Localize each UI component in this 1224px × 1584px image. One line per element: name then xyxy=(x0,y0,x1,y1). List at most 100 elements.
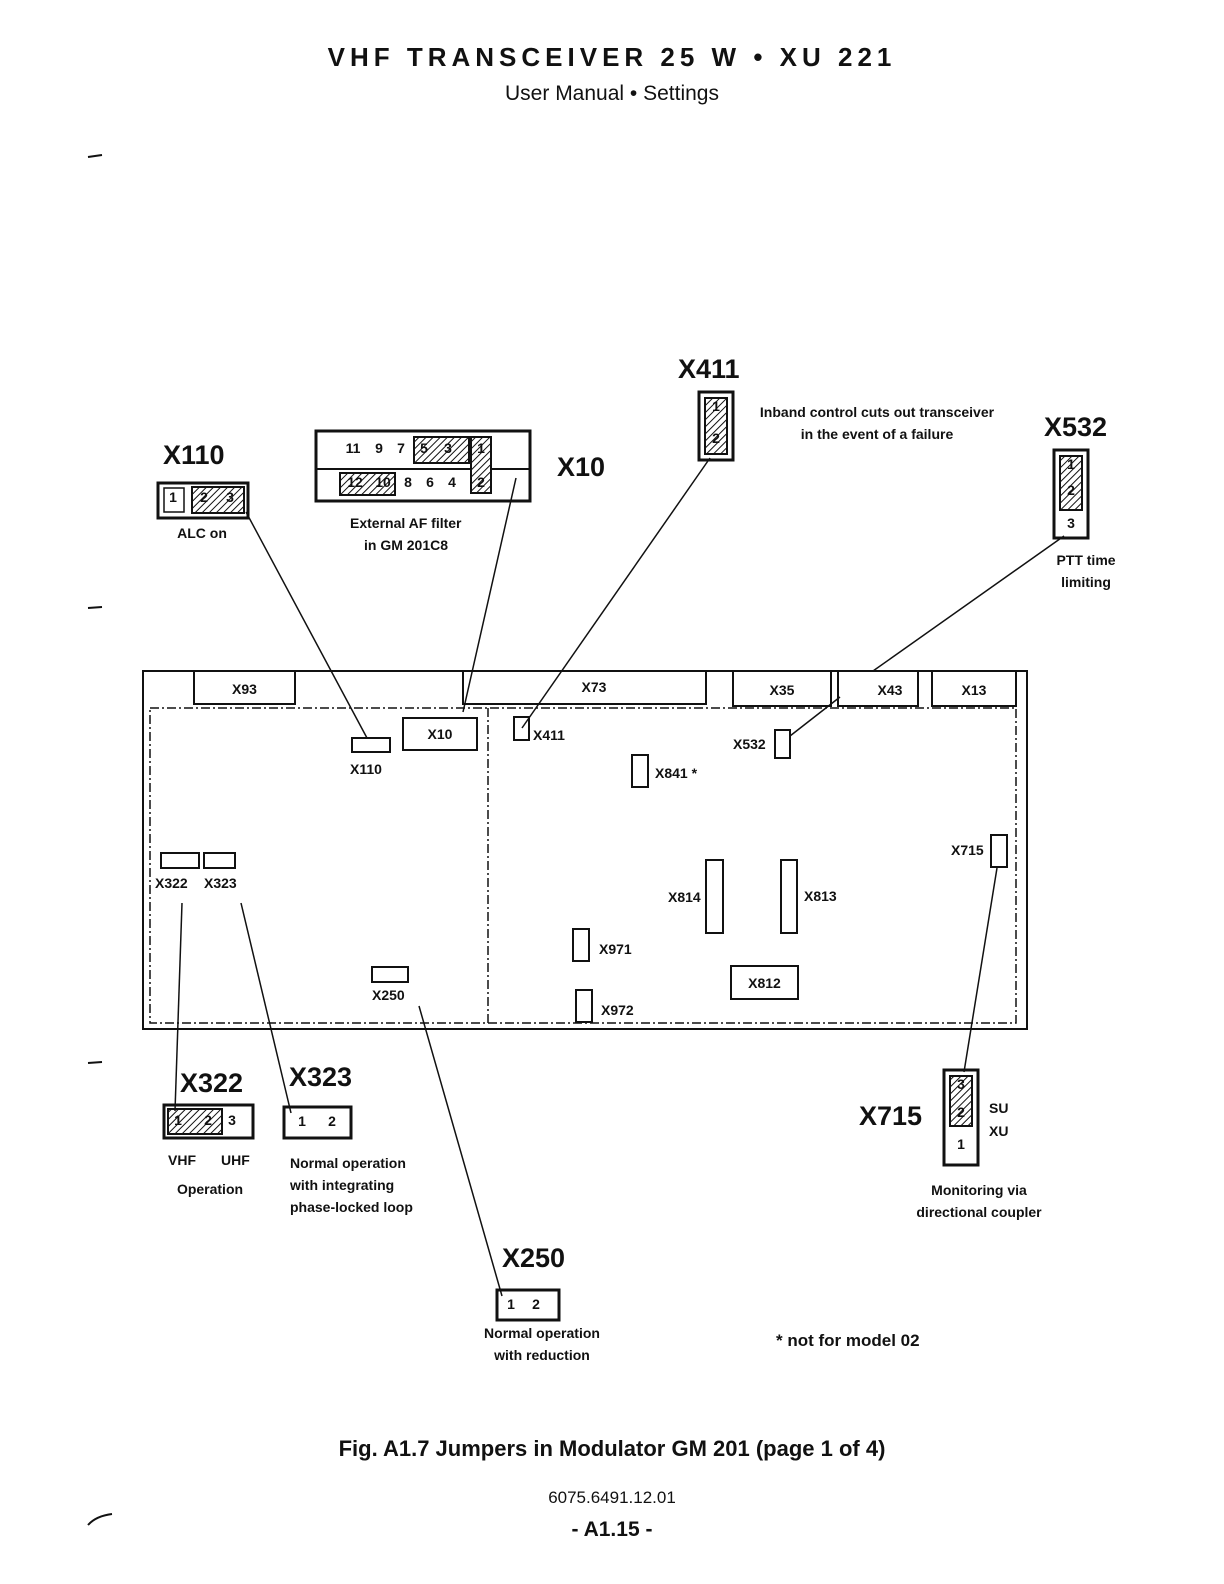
jumper-x532-title: X532 xyxy=(1044,412,1108,442)
jumper-x715-label-xu: XU xyxy=(989,1123,1009,1139)
jumper-x323-note: Normal operation with integrating phase-… xyxy=(290,1152,460,1218)
part-x10 xyxy=(402,717,478,751)
board-outline xyxy=(142,670,1028,1030)
part-x814-label: X814 xyxy=(668,889,701,905)
connector-x13-label: X13 xyxy=(961,682,987,698)
jumper-x10-pin-2: 2 xyxy=(477,474,485,490)
connector-x43 xyxy=(837,670,919,707)
jumper-x323-graphic xyxy=(282,1105,353,1140)
jumper-x715-note-line1: Monitoring via xyxy=(931,1182,1027,1198)
jumper-x411-note-line1: Inband control cuts out transceiver xyxy=(759,404,995,420)
connector-x13 xyxy=(931,670,1017,707)
document-subtitle: User Manual • Settings xyxy=(505,82,719,105)
jumper-x323-note-line3: phase-locked loop xyxy=(290,1199,413,1215)
board-parts xyxy=(160,716,1008,1023)
jumper-x10-pin-4: 4 xyxy=(448,474,456,490)
jumper-x322-note: Operation xyxy=(176,1181,244,1197)
part-x110 xyxy=(351,737,391,753)
part-x250-label: X250 xyxy=(372,987,405,1003)
jumper-x411-title: X411 xyxy=(678,354,740,384)
jumper-x10-pin-7: 7 xyxy=(397,440,405,456)
connector-x35-label: X35 xyxy=(769,682,795,698)
jumper-x250-graphic xyxy=(495,1288,561,1322)
jumper-x110-title: X110 xyxy=(163,440,225,470)
connector-x73 xyxy=(462,670,707,705)
jumper-x10-pin-1: 1 xyxy=(477,440,485,456)
part-x322-label: X322 xyxy=(155,875,188,891)
jumper-x10-pin-9: 9 xyxy=(375,440,383,456)
part-x813-label: X813 xyxy=(804,888,837,904)
footnote: * not for model 02 xyxy=(776,1331,920,1350)
part-x10-label: X10 xyxy=(427,726,453,742)
part-x971-label: X971 xyxy=(599,941,632,957)
connector-x93 xyxy=(193,670,296,705)
jumper-x411-pin-1: 1 xyxy=(712,398,720,414)
jumper-x715-note-line2: directional coupler xyxy=(916,1204,1042,1220)
jumper-x322-label-vhf: VHF xyxy=(168,1152,196,1168)
part-x841-label: X841 * xyxy=(655,765,698,781)
jumper-x532-graphic xyxy=(1052,448,1090,540)
part-x323-label: X323 xyxy=(204,875,237,891)
jumper-x10-pin-11: 11 xyxy=(345,440,361,456)
jumper-x110-pin-3: 3 xyxy=(226,489,234,505)
jumper-x323-pin-1: 1 xyxy=(298,1113,306,1129)
part-x972 xyxy=(575,989,593,1023)
jumper-x715-graphic xyxy=(942,1068,980,1167)
connector-x35 xyxy=(732,670,832,707)
jumper-x110-pin-1: 1 xyxy=(169,489,177,505)
part-x532 xyxy=(774,729,791,759)
part-x841 xyxy=(631,754,649,788)
jumper-x323-title: X323 xyxy=(289,1062,353,1092)
connector-x93-label: X93 xyxy=(232,681,257,697)
jumper-x532-pin-1: 1 xyxy=(1067,456,1075,472)
part-x411-label: X411 xyxy=(533,727,565,743)
jumper-x323-note-line2: with integrating xyxy=(290,1177,395,1193)
part-x532-label: X532 xyxy=(733,736,766,752)
jumper-x322-label-uhf: UHF xyxy=(221,1152,250,1168)
jumper-x250-note-line1: Normal operation xyxy=(484,1325,600,1341)
jumper-x532-note-line2: limiting xyxy=(1061,574,1111,590)
board-dashdot-lines xyxy=(149,707,1017,1024)
jumper-x323-note-line1: Normal operation xyxy=(290,1155,406,1171)
part-x715 xyxy=(990,834,1008,868)
jumper-x322-pin-2: 2 xyxy=(204,1112,212,1128)
jumper-x532-pin-2: 2 xyxy=(1067,482,1075,498)
part-x971 xyxy=(572,928,590,962)
jumper-x10-note-line2: in GM 201C8 xyxy=(364,537,449,553)
jumper-x411-note: Inband control cuts out transceiver in t… xyxy=(742,401,1012,445)
jumper-x715-pin-3: 3 xyxy=(957,1076,965,1092)
jumper-x715-pin-1: 1 xyxy=(957,1136,965,1152)
jumper-x532-pin-3: 3 xyxy=(1067,515,1075,531)
part-x814 xyxy=(705,859,724,934)
part-x322 xyxy=(160,852,200,869)
part-x250 xyxy=(371,966,409,983)
figure-caption: Fig. A1.7 Jumpers in Modulator GM 201 (p… xyxy=(338,1436,886,1461)
jumper-x10-pin-12: 12 xyxy=(347,474,363,490)
jumper-x411-note-line2: in the event of a failure xyxy=(800,426,954,442)
jumper-x10-pin-10: 10 xyxy=(375,474,391,490)
jumper-x110-graphic xyxy=(156,481,250,520)
jumper-x250-title: X250 xyxy=(502,1243,566,1273)
jumper-x10-pin-6: 6 xyxy=(426,474,434,490)
jumper-x322-pin-3: 3 xyxy=(228,1112,236,1128)
document-number: 6075.6491.12.01 xyxy=(548,1488,676,1507)
jumper-x532-note: PTT time limiting xyxy=(1040,549,1132,593)
leader-lines xyxy=(174,457,1065,1297)
jumper-x110-note: ALC on xyxy=(177,525,227,541)
jumper-x110-pin-2: 2 xyxy=(200,489,208,505)
board-connectors xyxy=(193,670,1017,707)
jumper-x715-pin-2: 2 xyxy=(957,1104,965,1120)
jumper-x250-note: Normal operation with reduction xyxy=(462,1322,622,1366)
part-x813 xyxy=(780,859,798,934)
jumper-x10-note-line1: External AF filter xyxy=(350,515,462,531)
jumper-x715-label-su: SU xyxy=(989,1100,1009,1116)
jumper-x10-pin-5: 5 xyxy=(420,440,428,456)
part-x110-label: X110 xyxy=(350,761,382,777)
jumper-x715-note: Monitoring via directional coupler xyxy=(890,1179,1068,1223)
jumper-x250-pin-1: 1 xyxy=(507,1296,515,1312)
jumper-x10-graphic xyxy=(314,429,532,503)
jumper-x10-pin-8: 8 xyxy=(404,474,412,490)
jumper-x322-title: X322 xyxy=(180,1068,244,1098)
